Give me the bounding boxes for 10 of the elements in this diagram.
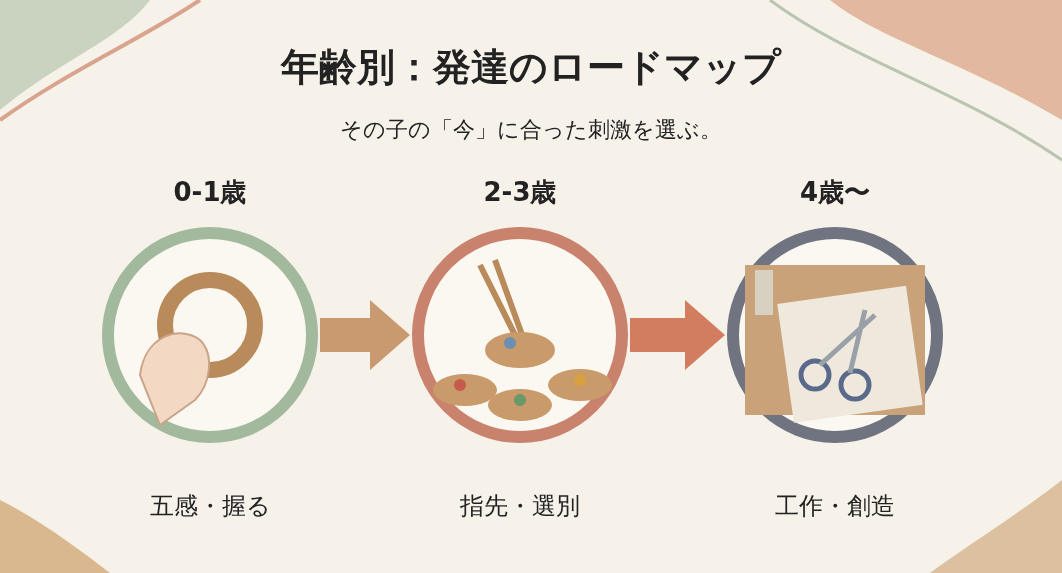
age-heading: 2-3歳 bbox=[482, 176, 558, 209]
age-heading: 0-1歳 bbox=[172, 176, 248, 209]
age-heading: 4歳〜 bbox=[798, 176, 872, 209]
subtitle: その子の「今」に合った刺激を選ぶ。 bbox=[339, 116, 723, 144]
skill-label: 工作・創造 bbox=[774, 491, 896, 522]
skill-label: 指先・選別 bbox=[459, 491, 581, 522]
arrow bbox=[320, 300, 410, 370]
skill-label: 五感・握る bbox=[148, 491, 272, 522]
arrow bbox=[630, 300, 725, 370]
title: 年齢別：発達のロードマップ bbox=[279, 44, 783, 91]
